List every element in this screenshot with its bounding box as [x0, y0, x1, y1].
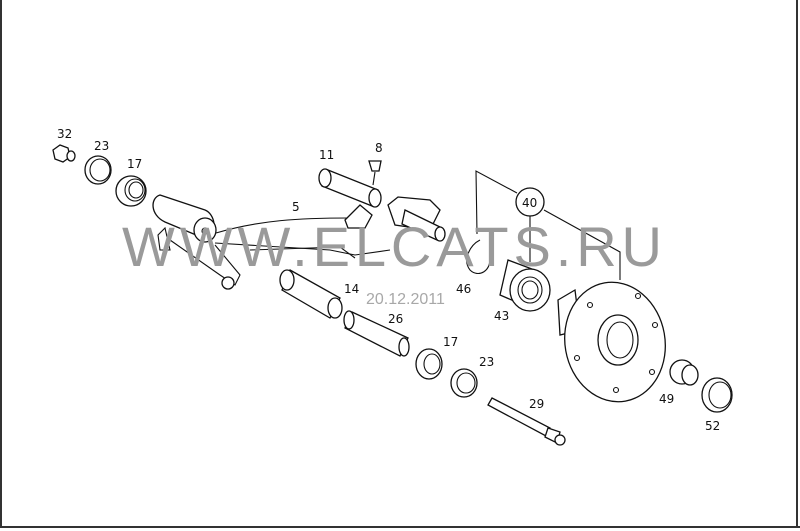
part-52-cap[interactable] — [701, 377, 733, 413]
callout-5[interactable]: 5 — [292, 200, 300, 214]
part-11-pin[interactable] — [318, 168, 382, 208]
part-46-circlip[interactable] — [466, 239, 491, 274]
callout-11[interactable]: 11 — [319, 148, 334, 162]
part-29-bolt[interactable] — [487, 397, 566, 446]
callout-23[interactable]: 23 — [94, 139, 109, 153]
callout-46[interactable]: 46 — [456, 282, 471, 296]
callout-17[interactable]: 17 — [127, 157, 142, 171]
part-17-bearing-right[interactable] — [415, 348, 443, 380]
callout-49[interactable]: 49 — [659, 392, 674, 406]
callout-52[interactable]: 52 — [705, 419, 720, 433]
part-23-seal-left[interactable] — [84, 155, 112, 185]
part-17-bearing-left[interactable] — [115, 175, 147, 207]
watermark-date: 20.12.2011 — [366, 291, 445, 308]
callout-26[interactable]: 26 — [388, 312, 403, 326]
part-8-nipple[interactable] — [368, 160, 382, 186]
callout-40-leader — [475, 170, 621, 280]
callout-8[interactable]: 8 — [375, 141, 383, 155]
part-43-wheel-bearing[interactable] — [499, 259, 551, 312]
wheel-hub-flange[interactable] — [555, 274, 674, 410]
part-23-seal-right[interactable] — [450, 368, 478, 398]
part-5-trailing-arm[interactable] — [152, 194, 391, 290]
watermark-text: WWW.ELCATS.RU — [122, 215, 662, 278]
callout-29[interactable]: 29 — [529, 397, 544, 411]
part-26-tube[interactable] — [343, 310, 410, 357]
part-32-plug[interactable] — [52, 144, 76, 163]
callout-17-right[interactable]: 17 — [443, 335, 458, 349]
knuckle-bracket[interactable] — [344, 196, 446, 242]
callout-14[interactable]: 14 — [344, 282, 359, 296]
callout-43[interactable]: 43 — [494, 309, 509, 323]
part-14-sleeve[interactable] — [279, 269, 343, 319]
callout-32[interactable]: 32 — [57, 127, 72, 141]
callout-40[interactable]: 40 — [522, 196, 537, 210]
part-49-nut[interactable] — [669, 359, 699, 386]
callout-23-right[interactable]: 23 — [479, 355, 494, 369]
